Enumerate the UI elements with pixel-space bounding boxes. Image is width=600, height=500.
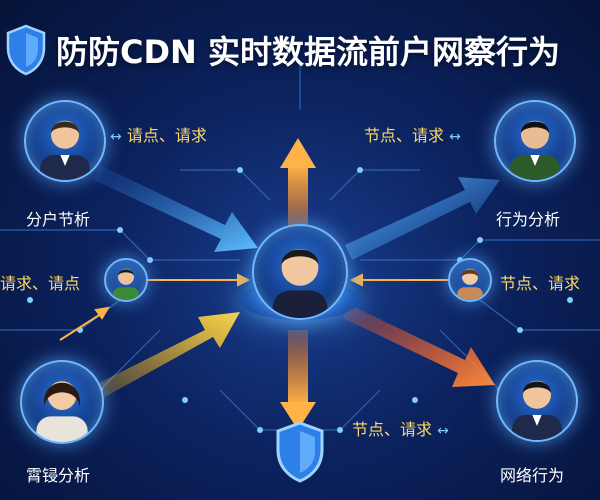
shield-icon [276, 421, 324, 483]
top-right-link-label: 节点、请求 [364, 126, 445, 145]
orange-arrow-down [280, 330, 316, 430]
user-icon [113, 268, 139, 300]
mid-left-link-text: 请求、请点 [0, 274, 81, 293]
user-icon [510, 120, 560, 180]
bidirectional-arrow-icon: ↔ [110, 129, 122, 145]
blue-arrow-top-left [94, 165, 258, 252]
top-left-user-avatar [24, 100, 106, 182]
bottom-right-link-text: 节点、请求 ↔ [352, 416, 449, 440]
yellow-arrow-bottom-left [95, 312, 240, 398]
orange-arrow-up [280, 138, 316, 240]
bottom-right-link-label: 节点、请求 [352, 420, 433, 439]
mid-right-user-avatar [448, 258, 492, 302]
bidirectional-arrow-icon: ↔ [449, 129, 461, 145]
page-title: 防防CDN 实时数据流前户网察行为 [56, 33, 560, 71]
top-right-label: 行为分析 [496, 210, 561, 229]
user-icon [36, 381, 88, 442]
orange-arrow-bottom-right [343, 305, 495, 387]
top-right-user-avatar [494, 100, 576, 182]
bottom-right-label: 网络行为 [500, 466, 565, 485]
user-icon [40, 120, 90, 180]
bottom-left-user-avatar [20, 360, 104, 444]
bottom-right-user-avatar [496, 360, 578, 442]
top-left-link-label: 请点、请求 [126, 126, 207, 145]
header-bar: 防防CDN 实时数据流前户网察行为 [0, 0, 600, 100]
shield-logo-icon [6, 24, 46, 76]
top-right-link-text: 节点、请求 ↔ [364, 122, 461, 146]
thin-flow-arrows [59, 273, 460, 341]
mid-right-link-text: 节点、请求 [500, 274, 581, 293]
top-left-link-text: ↔ 请点、请求 [110, 122, 207, 146]
user-icon [272, 249, 328, 318]
user-icon [457, 268, 483, 300]
mid-left-user-avatar [104, 258, 148, 302]
bottom-left-label: 霄锓分析 [26, 466, 91, 485]
blue-arrow-top-right [345, 177, 500, 260]
center-user-avatar [252, 224, 348, 320]
top-left-label: 分户节析 [26, 210, 91, 229]
bidirectional-arrow-icon: ↔ [437, 423, 449, 439]
user-icon [512, 380, 562, 440]
